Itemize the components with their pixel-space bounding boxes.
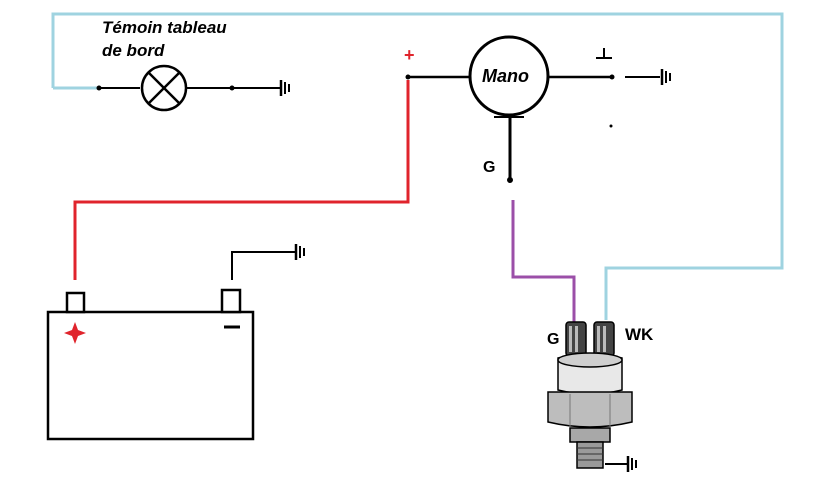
battery-ground-wire	[231, 251, 295, 280]
gauge-dot	[609, 124, 613, 128]
indicator-lamp-icon	[96, 64, 235, 112]
purple-wire	[511, 200, 576, 322]
lamp-label-line2: de bord	[102, 41, 165, 60]
sender-g-label: G	[547, 331, 559, 348]
ground-symbol-icon	[660, 69, 671, 85]
ground-symbol-icon	[626, 456, 637, 472]
oil-pressure-sender-icon	[547, 321, 633, 469]
gauge-plus-label: +	[404, 45, 415, 65]
red-wire	[73, 80, 410, 280]
blue-wire	[51, 12, 784, 320]
ground-symbol-icon	[272, 80, 290, 96]
sender-wk-label: WK	[625, 325, 654, 344]
battery-icon	[46, 288, 255, 441]
gauge-g-label: G	[483, 159, 495, 176]
gauge-label: Mano	[482, 66, 529, 86]
ground-symbol-icon	[294, 244, 305, 260]
lamp-label-line1: Témoin tableau	[102, 18, 227, 37]
